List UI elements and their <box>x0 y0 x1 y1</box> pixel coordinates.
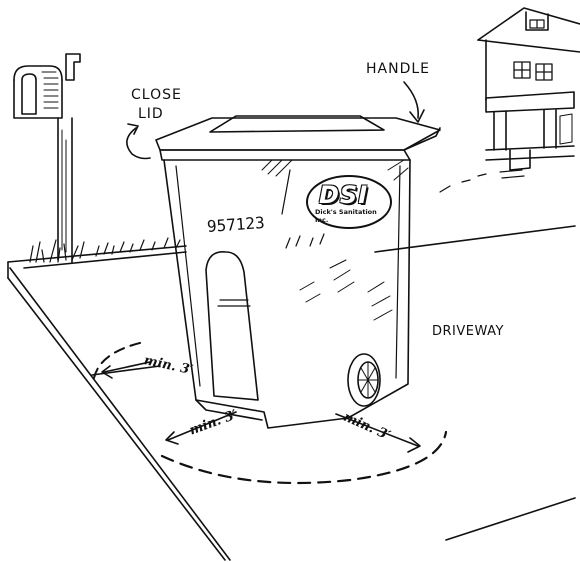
house-icon <box>440 8 580 192</box>
dsi-logo: DSI Dick's Sanitation Inc. <box>311 179 389 223</box>
dsi-logo-subtitle: Dick's Sanitation Inc. <box>315 208 389 224</box>
cart-serial-number: 957123 <box>206 215 265 235</box>
close-lid-label-line1: CLOSE <box>131 88 182 102</box>
sidewalk <box>8 226 575 560</box>
trash-cart-icon <box>156 116 440 428</box>
pointer-arrow-icon <box>404 82 424 122</box>
dsi-logo-text: DSI <box>319 181 368 209</box>
close-lid-label-line2: LID <box>138 107 164 121</box>
handle-label: HANDLE <box>366 62 430 76</box>
wheel-icon <box>348 354 380 406</box>
driveway-label: DRIVEWAY <box>432 325 504 338</box>
mailbox-icon <box>14 54 80 262</box>
rotation-arrow-icon <box>127 124 150 159</box>
dimension-arrows <box>102 362 420 452</box>
